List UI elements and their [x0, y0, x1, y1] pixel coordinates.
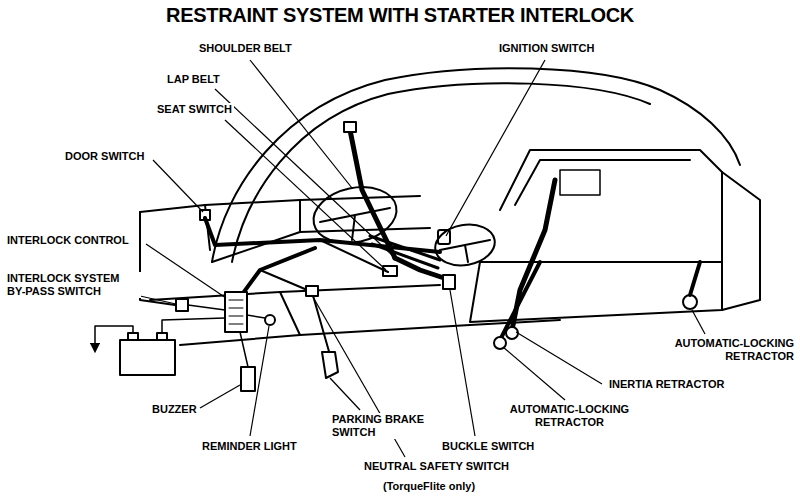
part-label: IGNITION SWITCH [497, 42, 596, 55]
part-label: INTERLOCK SYSTEM BY-PASS SWITCH [5, 272, 141, 298]
part-label: (TorqueFlite only) [381, 480, 477, 493]
part-label: LAP BELT [165, 73, 222, 86]
part-label: SEAT SWITCH [155, 103, 234, 116]
part-label: AUTOMATIC-LOCKING RETRACTOR [647, 337, 796, 363]
part-label: SHOULDER BELT [197, 42, 294, 55]
part-label: INTERLOCK CONTROL [5, 234, 131, 247]
leader-lines [122, 60, 705, 457]
part-label: INERTIA RETRACTOR [607, 378, 727, 391]
part-label: PARKING BRAKE SWITCH [330, 413, 442, 439]
diagram-title: RESTRAINT SYSTEM WITH STARTER INTERLOCK [0, 4, 800, 27]
part-label: DOOR SWITCH [63, 150, 146, 163]
part-label: REMINDER LIGHT [200, 440, 299, 453]
part-label: BUZZER [150, 403, 199, 416]
part-label: BUCKLE SWITCH [440, 440, 536, 453]
part-label: NEUTRAL SAFETY SWITCH [362, 460, 511, 473]
part-label: AUTOMATIC-LOCKING RETRACTOR [495, 403, 644, 429]
